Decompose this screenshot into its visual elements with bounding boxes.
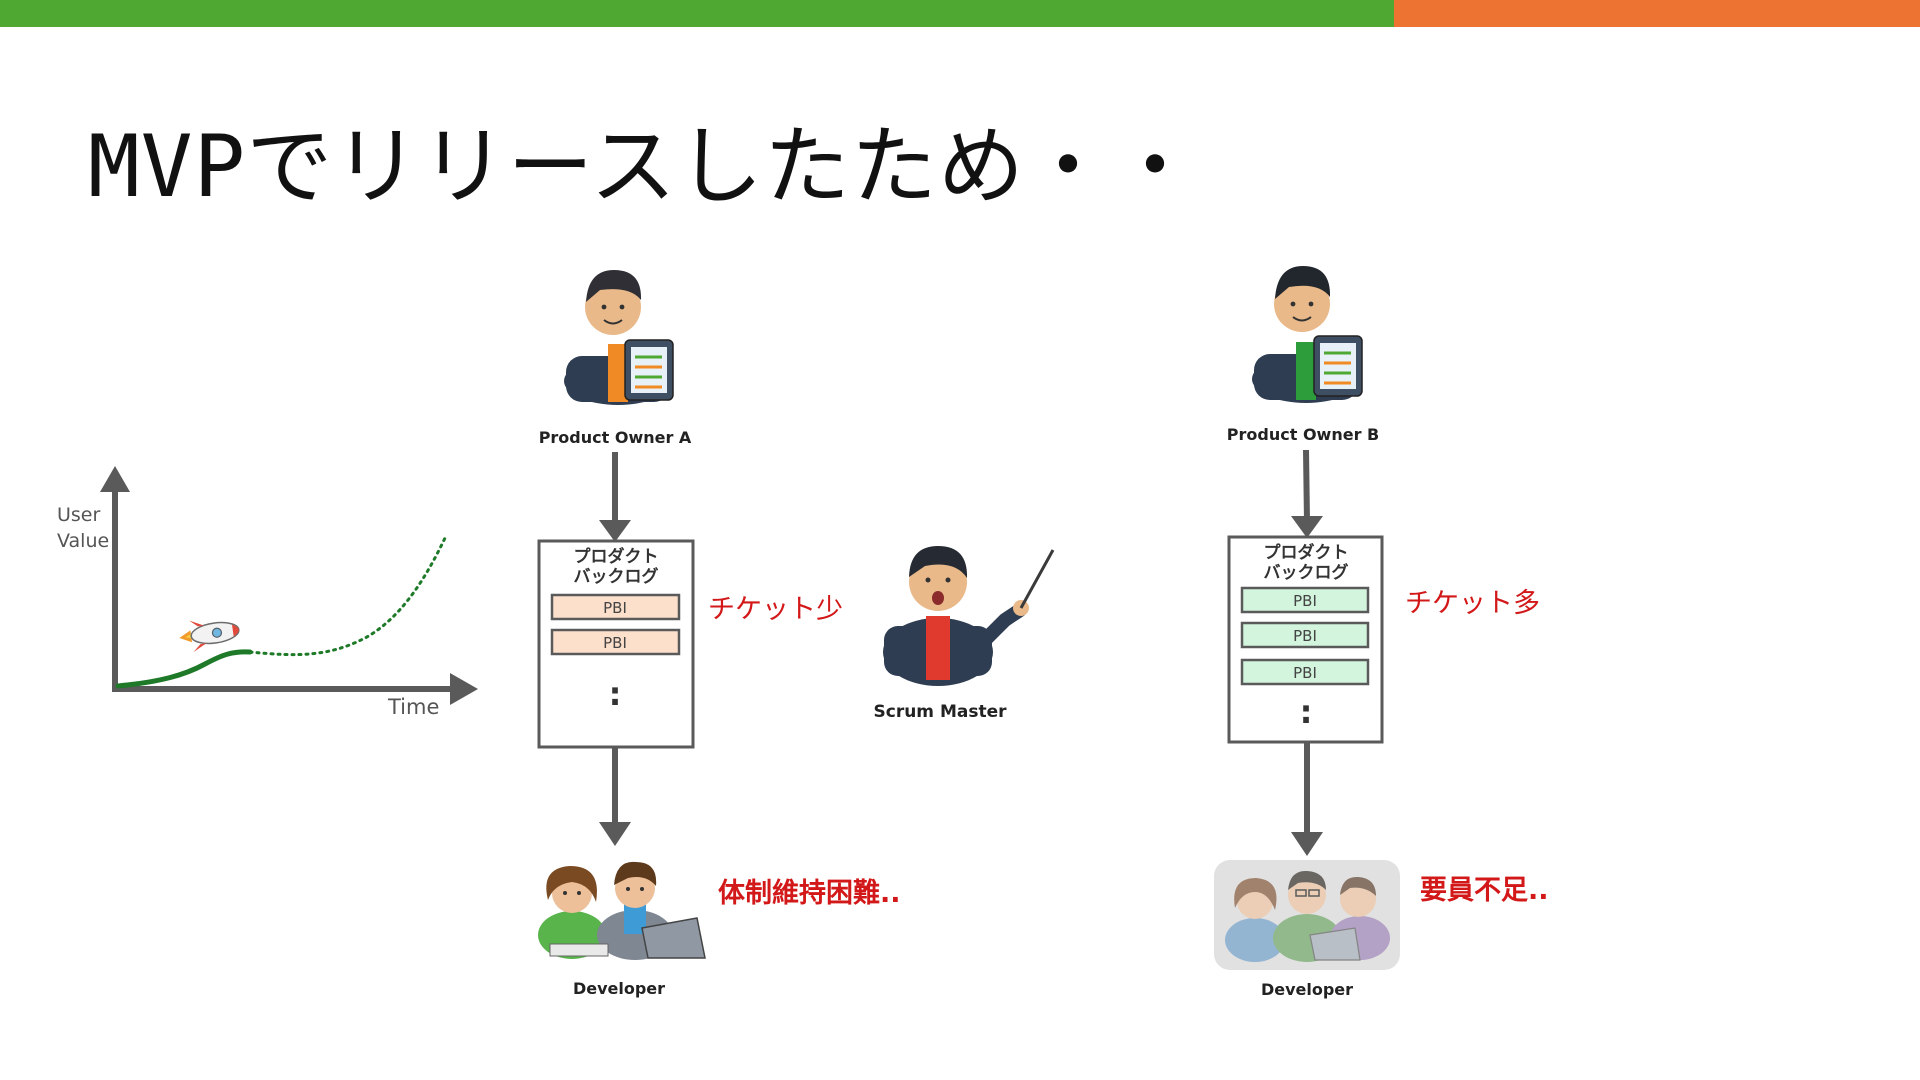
value-graph: User Value Time bbox=[57, 466, 478, 719]
backlog-b: プロダクト バックログ PBI PBI PBI : bbox=[1227, 535, 1384, 744]
backlog-a-ellipsis: : bbox=[609, 675, 622, 713]
ticket-few-note: チケット少 bbox=[708, 594, 843, 625]
value-curve-projected bbox=[248, 536, 447, 657]
x-axis-label: Time bbox=[387, 695, 439, 719]
staff-shortage-note: 要員不足.. bbox=[1420, 875, 1549, 906]
backlog-b-ellipsis: : bbox=[1300, 693, 1313, 731]
developer-b-label: Developer bbox=[1261, 980, 1353, 999]
pbi-item-label: PBI bbox=[1293, 592, 1317, 610]
pbi-item-label: PBI bbox=[603, 634, 627, 652]
slide-title: MVPでリリースしたため・・ bbox=[88, 117, 1200, 217]
backlog-b-title-line2: バックログ bbox=[1264, 562, 1349, 583]
y-axis-label-line1: User bbox=[57, 504, 100, 526]
scrum-master-label: Scrum Master bbox=[874, 702, 1008, 722]
product-owner-b: Product Owner B bbox=[1227, 266, 1379, 444]
product-owner-a-label: Product Owner A bbox=[539, 428, 692, 447]
rocket-icon bbox=[179, 620, 240, 653]
arrow-po-b-to-backlog-head bbox=[1291, 516, 1323, 538]
backlog-a-title-line1: プロダクト bbox=[574, 546, 659, 567]
developer-a-avatar bbox=[538, 861, 706, 960]
pbi-item bbox=[550, 628, 681, 656]
y-axis-label-line2: Value bbox=[57, 530, 109, 552]
product-owner-a: Product Owner A bbox=[539, 270, 692, 447]
pbi-item-label: PBI bbox=[1293, 664, 1317, 682]
arrow-po-a-to-backlog-head bbox=[599, 520, 631, 542]
product-owner-b-avatar bbox=[1252, 266, 1363, 403]
backlog-b-title-line1: プロダクト bbox=[1264, 542, 1349, 563]
developer-a: Developer bbox=[538, 861, 706, 998]
developer-b: Developer bbox=[1214, 860, 1400, 999]
value-curve-actual bbox=[115, 649, 253, 689]
pbi-item-label: PBI bbox=[603, 599, 627, 617]
x-axis-arrowhead bbox=[450, 673, 478, 705]
product-owner-b-label: Product Owner B bbox=[1227, 425, 1379, 444]
pbi-item bbox=[550, 593, 681, 621]
developer-b-avatar bbox=[1214, 860, 1400, 970]
ticket-many-note: チケット多 bbox=[1405, 588, 1540, 619]
arrow-backlog-a-to-dev-head bbox=[599, 822, 631, 846]
backlog-a: プロダクト バックログ PBI PBI : bbox=[537, 539, 695, 749]
developer-a-label: Developer bbox=[573, 979, 665, 998]
backlog-a-title-line2: バックログ bbox=[574, 566, 659, 587]
arrow-po-b-to-backlog bbox=[1303, 449, 1310, 523]
team-hard-to-sustain-note: 体制維持困難.. bbox=[718, 878, 901, 909]
scrum-master-avatar bbox=[883, 546, 1055, 686]
y-axis-arrowhead bbox=[100, 466, 130, 492]
pbi-item bbox=[1240, 586, 1370, 614]
arrow-backlog-b-to-dev-head bbox=[1291, 832, 1323, 856]
product-owner-a-avatar bbox=[564, 270, 674, 405]
top-bar-orange bbox=[1394, 0, 1920, 27]
top-bar-green bbox=[0, 0, 1394, 27]
scrum-master: Scrum Master bbox=[874, 546, 1055, 722]
pbi-item bbox=[1240, 621, 1370, 649]
pbi-item-label: PBI bbox=[1293, 627, 1317, 645]
pbi-item bbox=[1240, 658, 1370, 686]
